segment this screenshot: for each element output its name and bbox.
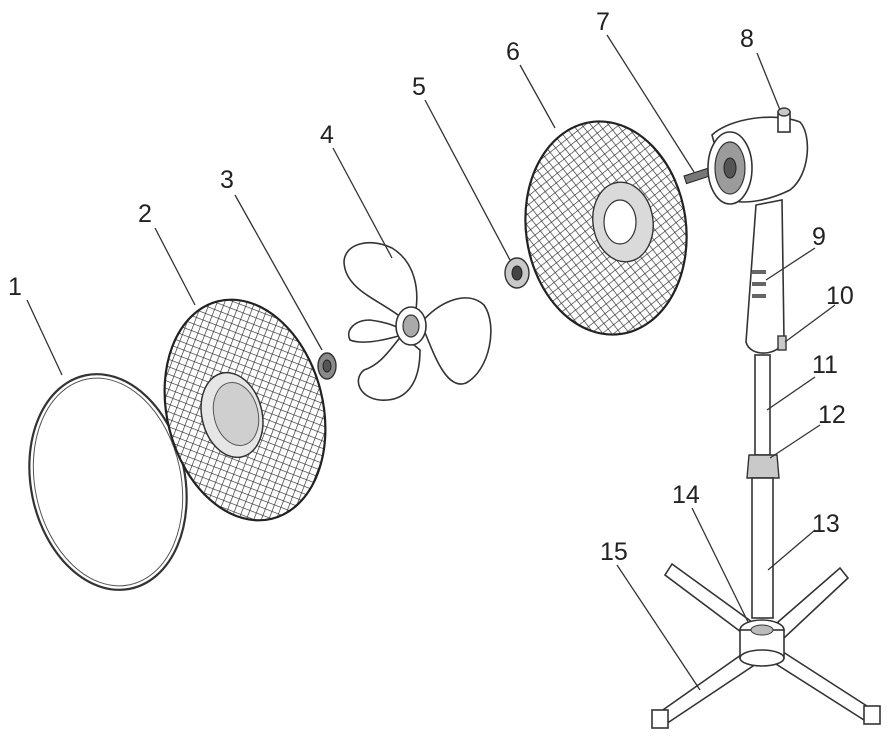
- upper-pole: [754, 354, 771, 456]
- callout-label-4: 4: [320, 121, 334, 149]
- callout-labels: 1 2 3 4 5 6 7 8 9 10 11 12 13 14 15: [8, 8, 854, 566]
- callout-label-2: 2: [138, 200, 152, 228]
- rear-grille: [524, 120, 688, 336]
- lower-pole: [751, 477, 774, 619]
- callout-label-10: 10: [826, 282, 854, 310]
- fan-blade: [343, 241, 492, 401]
- motor-housing: [707, 116, 809, 205]
- front-grille: [163, 298, 327, 522]
- height-adjust-nut: [746, 454, 780, 479]
- callout-label-5: 5: [412, 73, 426, 101]
- blade-cap: [317, 352, 337, 380]
- blade-nut: [504, 257, 530, 289]
- callout-label-9: 9: [812, 223, 826, 251]
- oscillation-knob: [777, 107, 791, 133]
- leader-lines: [26, 34, 836, 691]
- callout-label-13: 13: [812, 510, 840, 538]
- callout-label-12: 12: [818, 401, 846, 429]
- callout-label-3: 3: [220, 166, 234, 194]
- base-collar: [739, 619, 785, 667]
- callout-label-6: 6: [506, 38, 520, 66]
- callout-label-1: 1: [8, 273, 22, 301]
- tilt-joint: [745, 199, 787, 354]
- callout-label-7: 7: [596, 8, 610, 36]
- callout-label-15: 15: [600, 538, 628, 566]
- callout-label-14: 14: [672, 481, 700, 509]
- callout-label-11: 11: [812, 351, 838, 379]
- callout-label-8: 8: [740, 25, 754, 53]
